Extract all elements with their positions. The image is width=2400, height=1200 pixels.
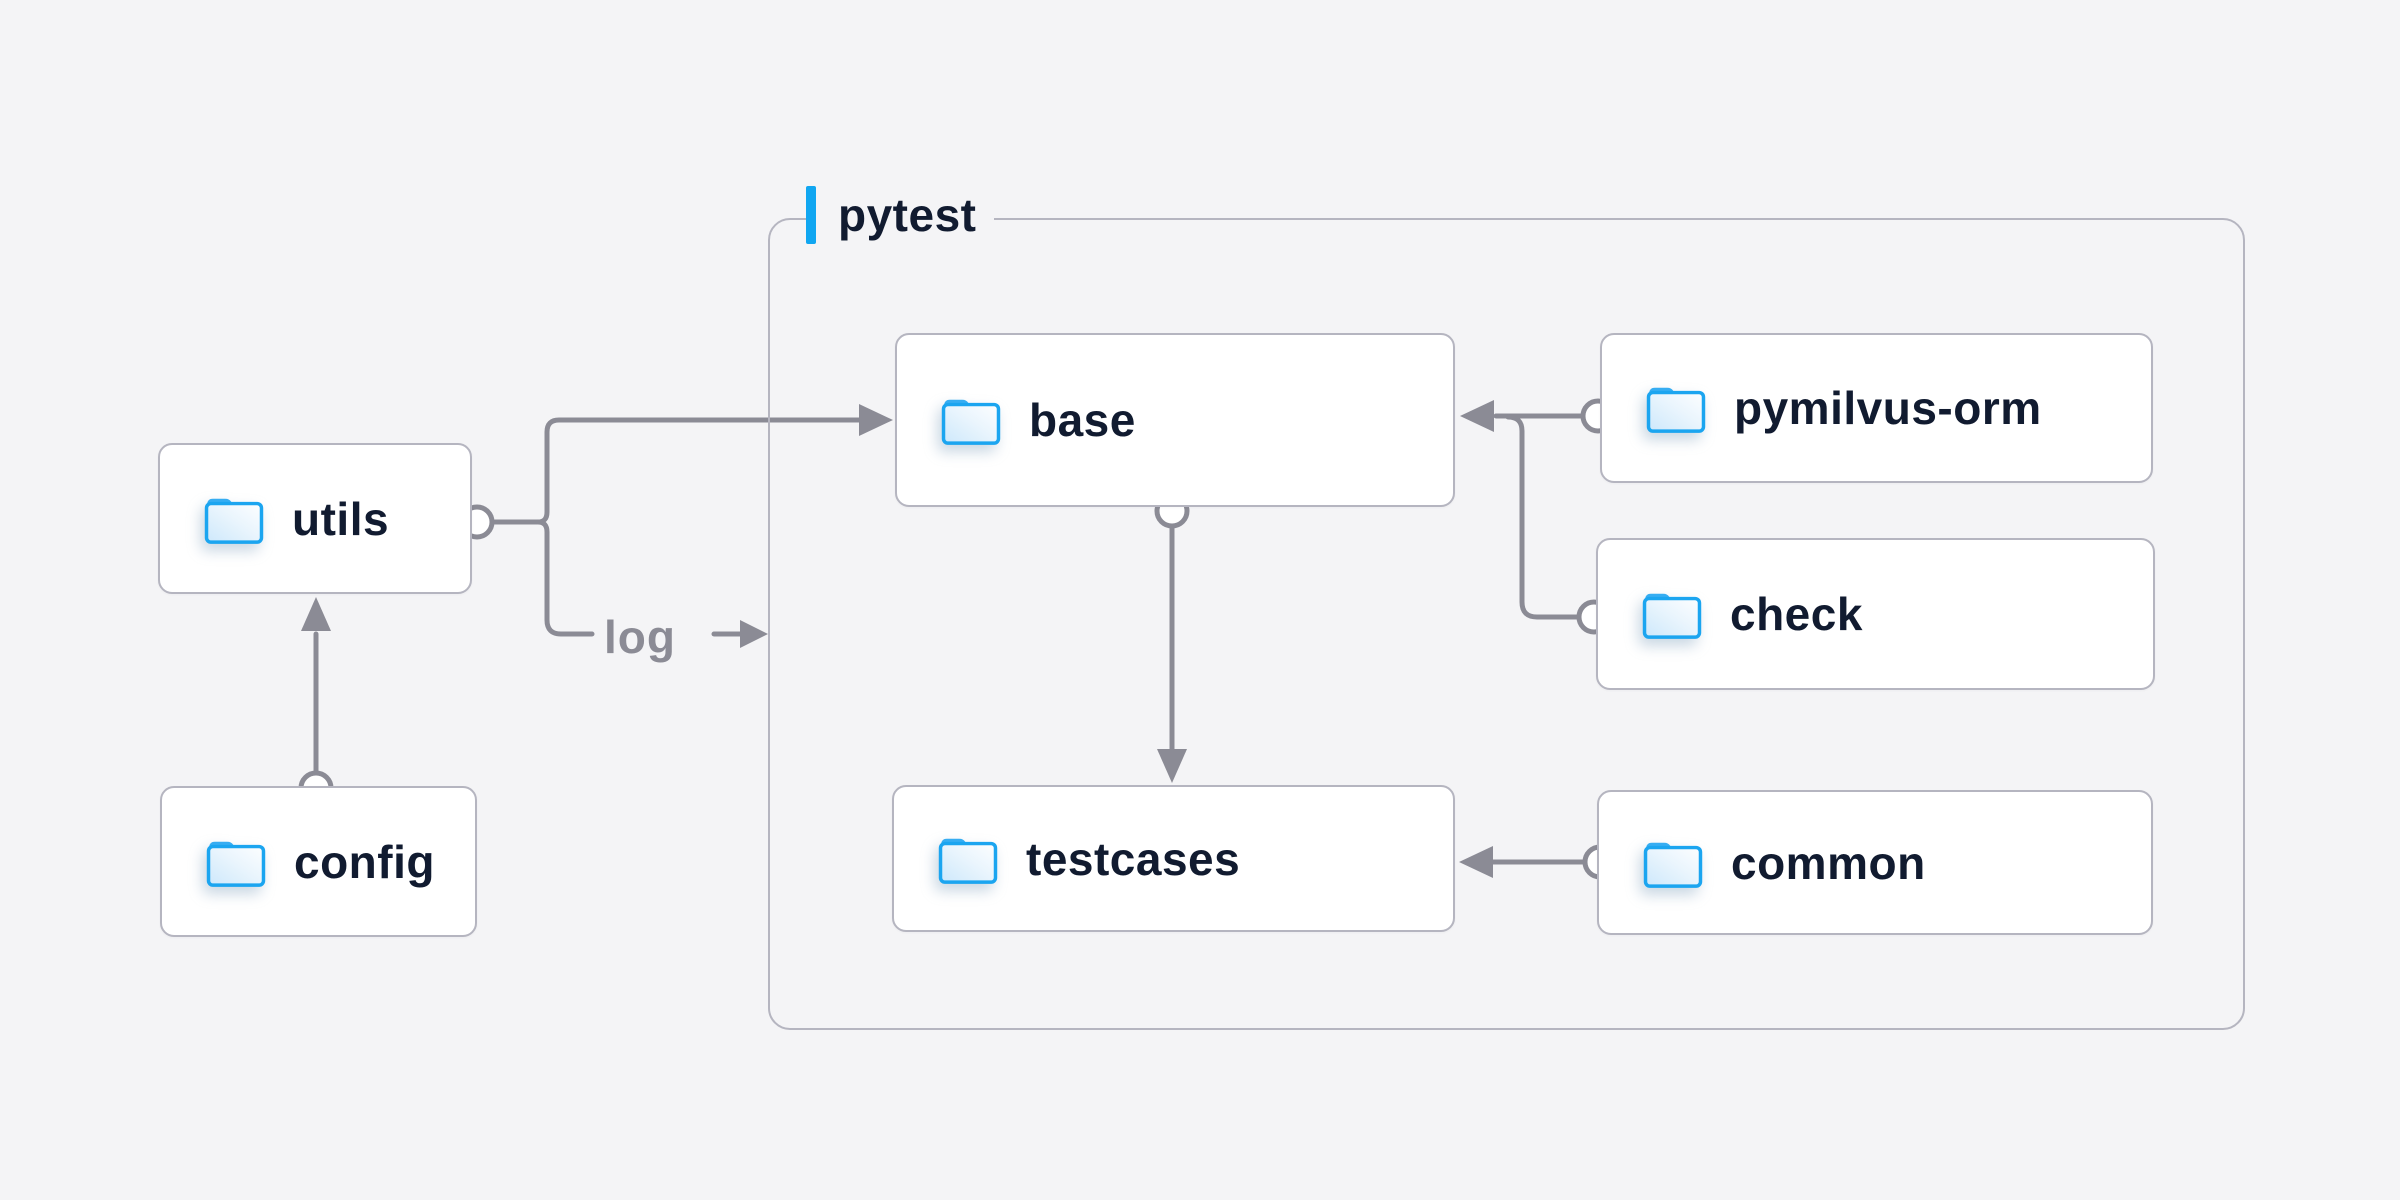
edge-label-log: log bbox=[604, 611, 676, 663]
node-pymilvus-orm: pymilvus-orm bbox=[1600, 333, 2153, 483]
folder-icon bbox=[206, 841, 266, 887]
edge-check-to-base bbox=[1505, 414, 1580, 620]
edge-common-to-testcases bbox=[1459, 846, 1587, 878]
folder-icon bbox=[204, 498, 264, 544]
pytest-container bbox=[768, 218, 2245, 1030]
node-label: common bbox=[1731, 836, 1926, 889]
container-label-text: pytest bbox=[838, 189, 977, 241]
pytest-container-label: pytest bbox=[806, 183, 995, 247]
edge-utils-fork bbox=[490, 404, 893, 637]
folder-icon bbox=[1642, 593, 1702, 639]
node-common: common bbox=[1597, 790, 2153, 935]
node-check: check bbox=[1596, 538, 2155, 690]
node-base: base bbox=[895, 333, 1455, 507]
edge-config-to-utils bbox=[301, 597, 331, 774]
node-testcases: testcases bbox=[892, 785, 1455, 932]
node-label: utils bbox=[292, 492, 390, 545]
node-label: testcases bbox=[1026, 832, 1241, 885]
node-label: check bbox=[1730, 588, 1863, 640]
node-label: base bbox=[1029, 394, 1136, 446]
folder-icon bbox=[941, 399, 1001, 445]
node-config: config bbox=[160, 786, 477, 937]
folder-icon bbox=[1646, 387, 1706, 433]
blue-accent-bar bbox=[806, 186, 816, 244]
arrowhead-into-base-left bbox=[859, 404, 893, 436]
folder-icon bbox=[938, 838, 998, 884]
edge-log-to-pytest bbox=[711, 620, 768, 648]
node-label: pymilvus-orm bbox=[1734, 382, 2042, 434]
node-utils: utils bbox=[158, 443, 472, 594]
folder-icon bbox=[1643, 842, 1703, 888]
node-label: config bbox=[294, 835, 435, 888]
edge-base-to-testcases bbox=[1157, 524, 1187, 783]
